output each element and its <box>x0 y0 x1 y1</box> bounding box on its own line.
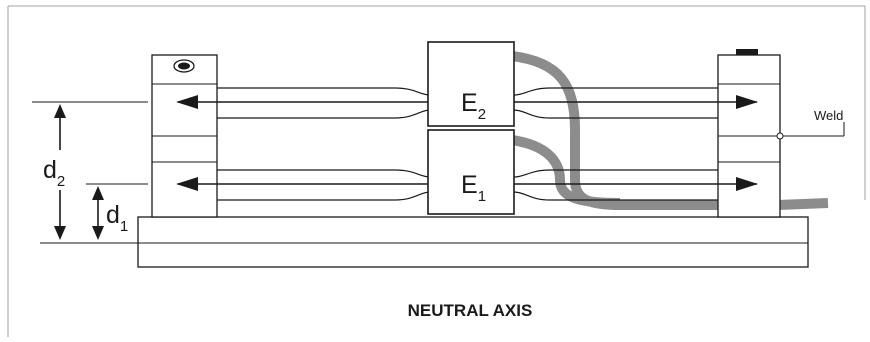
d1-bottom-arrow-icon <box>92 226 104 240</box>
bolt-head-icon <box>173 59 195 73</box>
lower-left-wire-bottom <box>217 191 431 201</box>
weld-point-icon <box>776 132 784 140</box>
diagram-caption: NEUTRAL AXIS <box>408 301 533 320</box>
gauge-cables <box>511 51 829 210</box>
upper-right-arrowhead-icon <box>736 95 758 109</box>
right-mounting-block <box>717 49 781 218</box>
upper-left-wire-bottom <box>217 109 431 119</box>
d1-label: d1 <box>106 201 128 235</box>
gauge-e2-label-bg <box>458 83 488 117</box>
gauge-e1-label-bg <box>458 165 488 199</box>
d2-bottom-arrow-icon <box>54 226 66 240</box>
cap-icon <box>736 49 758 55</box>
base-beam <box>137 216 809 268</box>
upper-left-arrowhead-icon <box>176 95 198 109</box>
d2-label: d2 <box>43 156 65 190</box>
bolt-center-icon <box>178 62 190 70</box>
d1-top-arrow-icon <box>92 186 104 200</box>
upper-strand <box>217 87 718 119</box>
exit-cable <box>777 198 829 210</box>
gauge-e1-label: E1 <box>461 171 486 205</box>
lower-right-arrowhead-icon <box>736 177 758 191</box>
upper-right-wire-bottom <box>513 109 718 119</box>
gauge-e2-cable <box>511 51 720 210</box>
lower-right-wire-top <box>513 169 718 178</box>
gauge-e2-label: E2 <box>461 89 486 123</box>
weld-label: Weld <box>814 108 843 123</box>
lower-strand <box>217 169 718 201</box>
lower-left-wire-top <box>217 169 431 178</box>
upper-left-wire-top <box>217 87 431 96</box>
lower-left-arrowhead-icon <box>176 177 198 191</box>
gauge-e1-cable <box>511 135 621 208</box>
left-mounting-block <box>151 54 218 218</box>
d2-label-bg <box>40 150 74 190</box>
d2-top-arrow-icon <box>54 104 66 118</box>
upper-right-wire-top <box>513 87 718 96</box>
lower-right-wire-bottom <box>513 191 718 201</box>
